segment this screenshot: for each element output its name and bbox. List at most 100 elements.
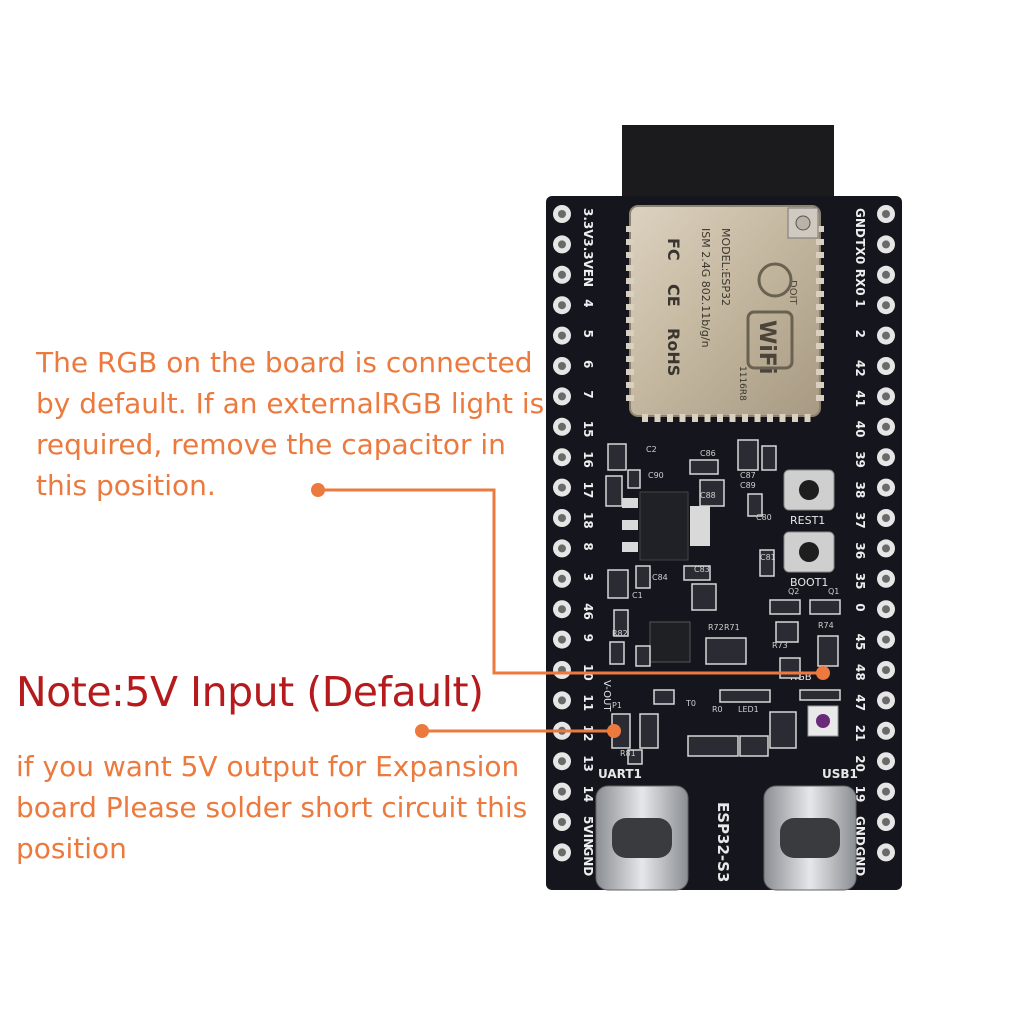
- reset-button-cap[interactable]: [799, 480, 819, 500]
- castellation-pad: [626, 343, 634, 349]
- pin-hole-center: [882, 301, 890, 310]
- castellation-pad: [742, 414, 748, 422]
- smd-component: [719, 689, 771, 703]
- castellation-pad: [816, 317, 824, 323]
- module-logo-ring: [757, 262, 793, 298]
- pin-hole-center: [882, 818, 890, 826]
- smd-component: [759, 549, 775, 577]
- castellation-pad: [642, 414, 648, 422]
- left-pin-label: 17: [581, 482, 595, 499]
- right-pin-label: 39: [853, 451, 867, 468]
- right-pin-label: RX0: [853, 269, 867, 296]
- uart-usb-c-opening: [612, 818, 672, 858]
- smd-component: [613, 609, 629, 637]
- smd-component: [605, 475, 623, 507]
- pin-hole-center: [882, 757, 890, 766]
- pin-hole-center: [882, 605, 890, 614]
- smd-component: [635, 565, 651, 589]
- boot-button-cap[interactable]: [799, 542, 819, 562]
- rgb-annotation: The RGB on the board is connected by def…: [36, 346, 545, 502]
- module-model-text: MODEL:ESP32: [719, 228, 732, 306]
- castellation-pad: [679, 414, 686, 422]
- chip-name-label: ESP32-S3: [714, 802, 732, 882]
- castellation-pad: [626, 356, 634, 362]
- pin-hole-center: [558, 453, 566, 462]
- usb-usb-c-opening: [780, 818, 840, 858]
- pin-hole-center: [558, 544, 566, 553]
- left-pin-label: 46: [581, 603, 595, 620]
- pin-hole-center: [882, 574, 890, 583]
- castellation-pad: [816, 343, 824, 349]
- castellation-pad: [816, 252, 824, 258]
- left-pin-label: 7: [581, 390, 595, 398]
- castellation-pad: [729, 414, 736, 422]
- pin-hole-center: [882, 544, 890, 553]
- pin-hole-center: [558, 514, 566, 522]
- pin-hole-center: [558, 574, 566, 583]
- pin-hole-center: [882, 331, 890, 340]
- smd-component: [769, 599, 801, 615]
- castellation-pad: [717, 414, 723, 422]
- smd-component: [627, 469, 641, 489]
- pin-hole-center: [558, 210, 566, 218]
- castellation-pad: [816, 265, 824, 271]
- passive-components: [605, 439, 841, 765]
- module-wifi-logo: WiFi: [754, 320, 779, 374]
- input-note-title: Note:5V Input (Default): [16, 668, 484, 716]
- left-pin-label: 14: [581, 786, 595, 803]
- component-label: C80: [756, 513, 772, 522]
- right-pin-label: 48: [853, 664, 867, 681]
- castellation-pad: [626, 330, 634, 336]
- right-pin-label: 2: [853, 330, 867, 338]
- smd-component: [737, 439, 759, 471]
- module-rohs-text: RoHS: [664, 328, 683, 376]
- pin-hole-center: [558, 331, 566, 340]
- castellation-pad: [626, 278, 634, 284]
- castellation-pad: [816, 226, 824, 232]
- rgb-led-die: [816, 714, 830, 728]
- castellation-pad: [816, 239, 824, 245]
- right-pin-label: GND: [853, 208, 867, 238]
- castellation-pad: [626, 382, 634, 388]
- castellation-pad: [626, 317, 634, 323]
- castellation-pad: [626, 265, 634, 271]
- pin-hole-center: [558, 362, 566, 370]
- component-label: Q2: [788, 587, 799, 596]
- castellation-pad: [816, 369, 824, 375]
- module-fc-text: FC: [664, 238, 683, 261]
- castellation-pad: [654, 414, 661, 422]
- pin-hole-center: [558, 301, 566, 310]
- pin-hole-center: [882, 514, 890, 522]
- smd-component: [769, 711, 797, 749]
- pin-hole-center: [558, 757, 566, 766]
- right-pin-label: 0: [853, 603, 867, 611]
- component-label: C90: [648, 471, 664, 480]
- smd-component: [705, 637, 747, 665]
- ipex-center: [795, 215, 811, 231]
- left-pin-label: 18: [581, 512, 595, 529]
- module-ce-text: CE: [664, 284, 683, 307]
- component-label: C81: [760, 553, 776, 562]
- module-castellations: [626, 226, 824, 422]
- usb-uart-chip: [649, 621, 691, 663]
- right-pin-label: 41: [853, 390, 867, 407]
- boot-button-label: BOOT1: [790, 576, 828, 589]
- castellation-pad: [692, 414, 698, 422]
- component-label: C1: [632, 591, 643, 600]
- module-doit-text: DOIT: [787, 280, 798, 306]
- smd-component: [779, 657, 801, 679]
- rgb-leader-line: [318, 488, 822, 675]
- right-pin-label: 38: [853, 482, 867, 499]
- usb-label: USB1: [822, 767, 858, 781]
- pin-hole-center: [882, 392, 890, 401]
- right-pin-label: 1: [853, 299, 867, 307]
- regulator-pad: [622, 520, 638, 530]
- pin-hole-center: [882, 635, 890, 644]
- rgb-leader-dot-end: [816, 666, 830, 680]
- left-pin-label: 4: [581, 299, 595, 307]
- smd-component: [809, 599, 841, 615]
- smd-component: [775, 621, 799, 643]
- smd-component: [761, 445, 777, 471]
- smd-component: [607, 569, 629, 599]
